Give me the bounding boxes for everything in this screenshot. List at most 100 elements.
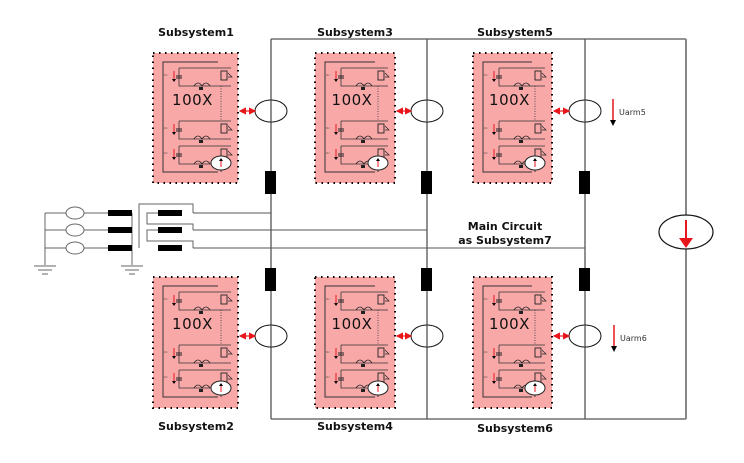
- uc-label: Uc: [326, 73, 330, 77]
- submodule-cell: Uc: [164, 291, 233, 314]
- diode-icon: [227, 296, 233, 302]
- diode-icon: [541, 72, 547, 78]
- subsystem4-label: Subsystem4: [317, 420, 393, 433]
- uc-label: Uc: [484, 297, 488, 301]
- diode-icon: [384, 125, 390, 131]
- snubber-icon: [513, 135, 531, 140]
- igbt-icon: [534, 123, 542, 134]
- inductor-icon: [579, 268, 590, 291]
- submodule-cell: Uc: [326, 291, 390, 314]
- uc-label: Uc: [484, 126, 488, 130]
- uc-label: Uc: [326, 126, 330, 130]
- igbt-icon: [377, 294, 385, 305]
- diode-icon: [384, 296, 390, 302]
- uc-label: Uc: [326, 375, 330, 379]
- inductor-icon: [265, 268, 276, 291]
- subsystem-blocks: UcUcUc100XUcUcUc100XUcUcUc100XUcUcUc100X…: [152, 52, 571, 409]
- snubber-icon: [355, 82, 373, 87]
- snubber-icon: [513, 359, 531, 364]
- submodule-cell: Uc: [326, 67, 390, 90]
- dc-current-source: [658, 214, 714, 250]
- subsystem-boundary: [472, 52, 553, 184]
- uc-label: Uc: [484, 375, 488, 379]
- diode-icon: [384, 150, 390, 156]
- diode-icon: [227, 72, 233, 78]
- igbt-icon: [377, 347, 385, 358]
- snubber-icon: [193, 359, 211, 364]
- transformer-secondary-winding-icon: [158, 245, 182, 251]
- transformer-secondary-winding-icon: [158, 210, 182, 216]
- diode-icon: [541, 296, 547, 302]
- snubber-icon: [193, 384, 211, 389]
- diode-icon: [384, 72, 390, 78]
- uc-label: Uc: [484, 73, 488, 77]
- inductor-icon: [265, 171, 276, 194]
- igbt-icon: [220, 123, 228, 134]
- submodule-cell: Uc: [484, 145, 547, 168]
- subsystem1-label: Subsystem1: [158, 26, 234, 39]
- transformer-secondary-winding-icon: [158, 227, 182, 233]
- uarm6-indicator: Uarm6: [611, 325, 647, 352]
- subsystem5-label: Subsystem5: [477, 26, 553, 39]
- uc-label: Uc: [164, 350, 168, 354]
- diode-icon: [227, 374, 233, 380]
- uarm6-label: Uarm6: [620, 334, 647, 343]
- uc-label: Uc: [164, 375, 168, 379]
- uc-label: Uc: [164, 151, 168, 155]
- ground-icon: [34, 265, 56, 275]
- multiplier-label: 100X: [332, 315, 373, 333]
- main-circuit-label-line2: as Subsystem7: [458, 234, 552, 247]
- igbt-icon: [220, 347, 228, 358]
- igbt-icon: [534, 347, 542, 358]
- subsystem6-label: Subsystem6: [477, 422, 553, 435]
- multiplier-label: 100X: [332, 91, 373, 109]
- transformer: [108, 210, 182, 251]
- arrow-down-icon: [679, 238, 693, 248]
- submodule-cell: Uc: [484, 344, 547, 367]
- diode-icon: [541, 150, 547, 156]
- subsystem2-label: Subsystem2: [158, 420, 234, 433]
- ac-source-icon: [65, 223, 85, 237]
- main-circuit-label-line1: Main Circuit: [468, 220, 542, 233]
- diode-icon: [384, 374, 390, 380]
- uc-label: Uc: [164, 126, 168, 130]
- uarm5-indicator: Uarm5: [610, 99, 646, 126]
- transformer-primary-winding-icon: [108, 245, 132, 251]
- transformer-primary-winding-icon: [108, 227, 132, 233]
- submodule-cell: Uc: [164, 344, 233, 367]
- diode-icon: [227, 125, 233, 131]
- diode-icon: [541, 374, 547, 380]
- snubber-icon: [513, 306, 531, 311]
- igbt-icon: [534, 294, 542, 305]
- arrow-down-icon: [611, 346, 617, 352]
- arrow-down-icon: [610, 120, 616, 126]
- uc-label: Uc: [484, 350, 488, 354]
- submodule-cell: Uc: [326, 120, 390, 143]
- inductor-icon: [579, 171, 590, 194]
- ac-grid: [34, 203, 585, 275]
- multiplier-label: 100X: [489, 315, 530, 333]
- snubber-icon: [193, 135, 211, 140]
- uc-label: Uc: [164, 73, 168, 77]
- ac-source-icon: [65, 241, 85, 255]
- submodule-cell: Uc: [164, 120, 233, 143]
- ground-icon: [121, 265, 143, 275]
- snubber-icon: [513, 82, 531, 87]
- diode-icon: [541, 349, 547, 355]
- inductor-icon: [421, 268, 432, 291]
- diode-icon: [541, 125, 547, 131]
- multiplier-label: 100X: [172, 315, 213, 333]
- submodule-cell: Uc: [484, 67, 547, 90]
- snubber-icon: [355, 359, 373, 364]
- diode-icon: [227, 349, 233, 355]
- igbt-icon: [220, 294, 228, 305]
- uc-label: Uc: [326, 151, 330, 155]
- multiplier-label: 100X: [489, 91, 530, 109]
- igbt-icon: [534, 70, 542, 81]
- submodule-cell: Uc: [484, 291, 547, 314]
- snubber-icon: [193, 160, 211, 165]
